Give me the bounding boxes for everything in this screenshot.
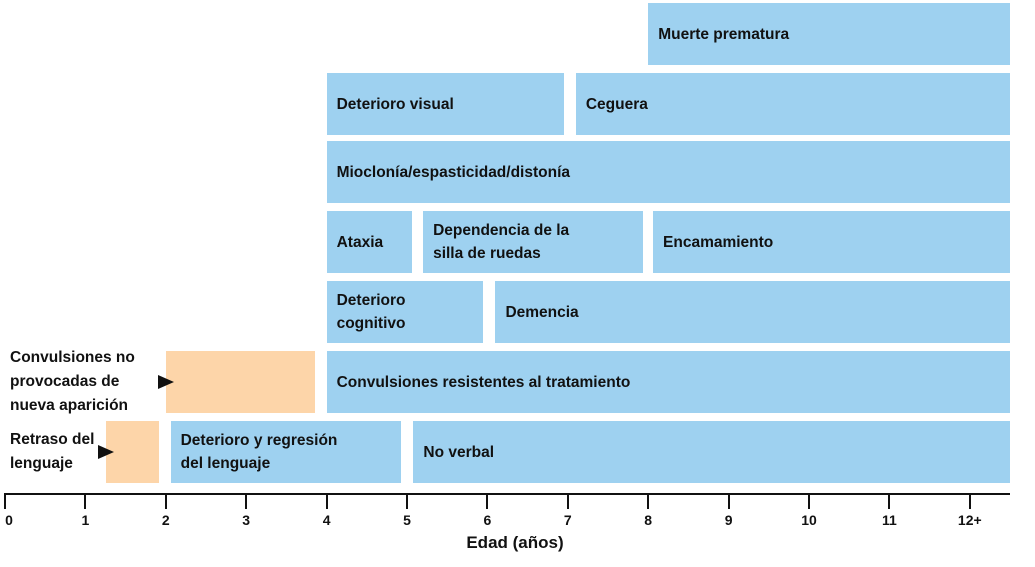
tick-label: 7: [563, 512, 572, 528]
tick-label: 9: [724, 512, 733, 528]
side-label: Retraso del lenguaje: [10, 431, 95, 472]
symptom-bar: Deterioro y regresión del lenguaje: [170, 421, 402, 483]
tick-label: 5: [403, 512, 411, 528]
tick-label: 2: [161, 512, 170, 528]
axis-tick: [245, 493, 248, 509]
tick-label: 10: [801, 512, 817, 528]
tick-label: 0: [5, 512, 13, 528]
symptom-bar: Deterioro visual: [326, 73, 564, 135]
bar-label: Mioclonía/espasticidad/distonía: [336, 163, 571, 181]
tick-label: 11: [881, 512, 897, 528]
bar-label: Deterioro y regresión del lenguaje: [180, 432, 338, 472]
tick-label: 8: [644, 512, 653, 528]
axis-tick: [647, 493, 650, 509]
axis-tick: [406, 493, 408, 509]
symptom-bar: Mioclonía/espasticidad/distonía: [326, 141, 1010, 203]
bar-label: Convulsiones resistentes al tratamiento: [336, 373, 631, 391]
bar-label: Dependencia de la silla de ruedas: [433, 222, 570, 262]
axis-tick: [486, 493, 489, 509]
axis-tick: [968, 493, 971, 509]
bar-label: Muerte prematura: [658, 25, 790, 43]
tick-label: 12+: [957, 512, 982, 528]
bar-label: Ataxia: [336, 233, 384, 251]
tick-label: 4: [322, 512, 331, 528]
axis-tick: [566, 493, 569, 509]
axis-line: [5, 493, 1010, 495]
axis-tick: [727, 493, 730, 509]
bar-label: Ceguera: [585, 95, 648, 113]
bar-label: Demencia: [505, 303, 579, 321]
axis-tick: [325, 493, 328, 509]
symptom-bar: Demencia: [495, 281, 1010, 343]
bar-label: Deterioro visual: [336, 95, 454, 113]
tick-label: 3: [242, 512, 251, 528]
early-sign-bar: [165, 351, 316, 413]
arrow-right-icon: [97, 445, 114, 459]
axis-tick: [164, 493, 167, 509]
axis-tick: [4, 493, 6, 509]
bar-label: No verbal: [423, 443, 495, 461]
early-sign-bar: [105, 421, 160, 483]
tick-label: 6: [483, 512, 492, 528]
axis-tick: [808, 493, 810, 509]
symptom-bar: No verbal: [413, 421, 1010, 483]
tick-label: 1: [81, 512, 90, 528]
symptom-bar: Convulsiones resistentes al tratamiento: [326, 351, 1010, 413]
axis-title: Edad (años): [466, 533, 564, 552]
axis-tick: [888, 493, 891, 509]
axis-tick: [84, 493, 87, 509]
symptom-bar: Ceguera: [575, 73, 1010, 135]
symptom-bar: Muerte prematura: [648, 3, 1010, 65]
arrow-right-icon: [157, 375, 174, 389]
symptom-bar: Deterioro cognitivo: [326, 281, 484, 343]
side-label: Convulsiones no provocadas de nueva apar…: [10, 349, 135, 414]
bar-label: Deterioro cognitivo: [336, 292, 406, 332]
bar-label: Encamamiento: [663, 233, 774, 251]
symptom-bar: Dependencia de la silla de ruedas: [423, 211, 643, 273]
symptom-bar: Encamamiento: [653, 211, 1010, 273]
symptom-bar: Ataxia: [326, 211, 412, 273]
